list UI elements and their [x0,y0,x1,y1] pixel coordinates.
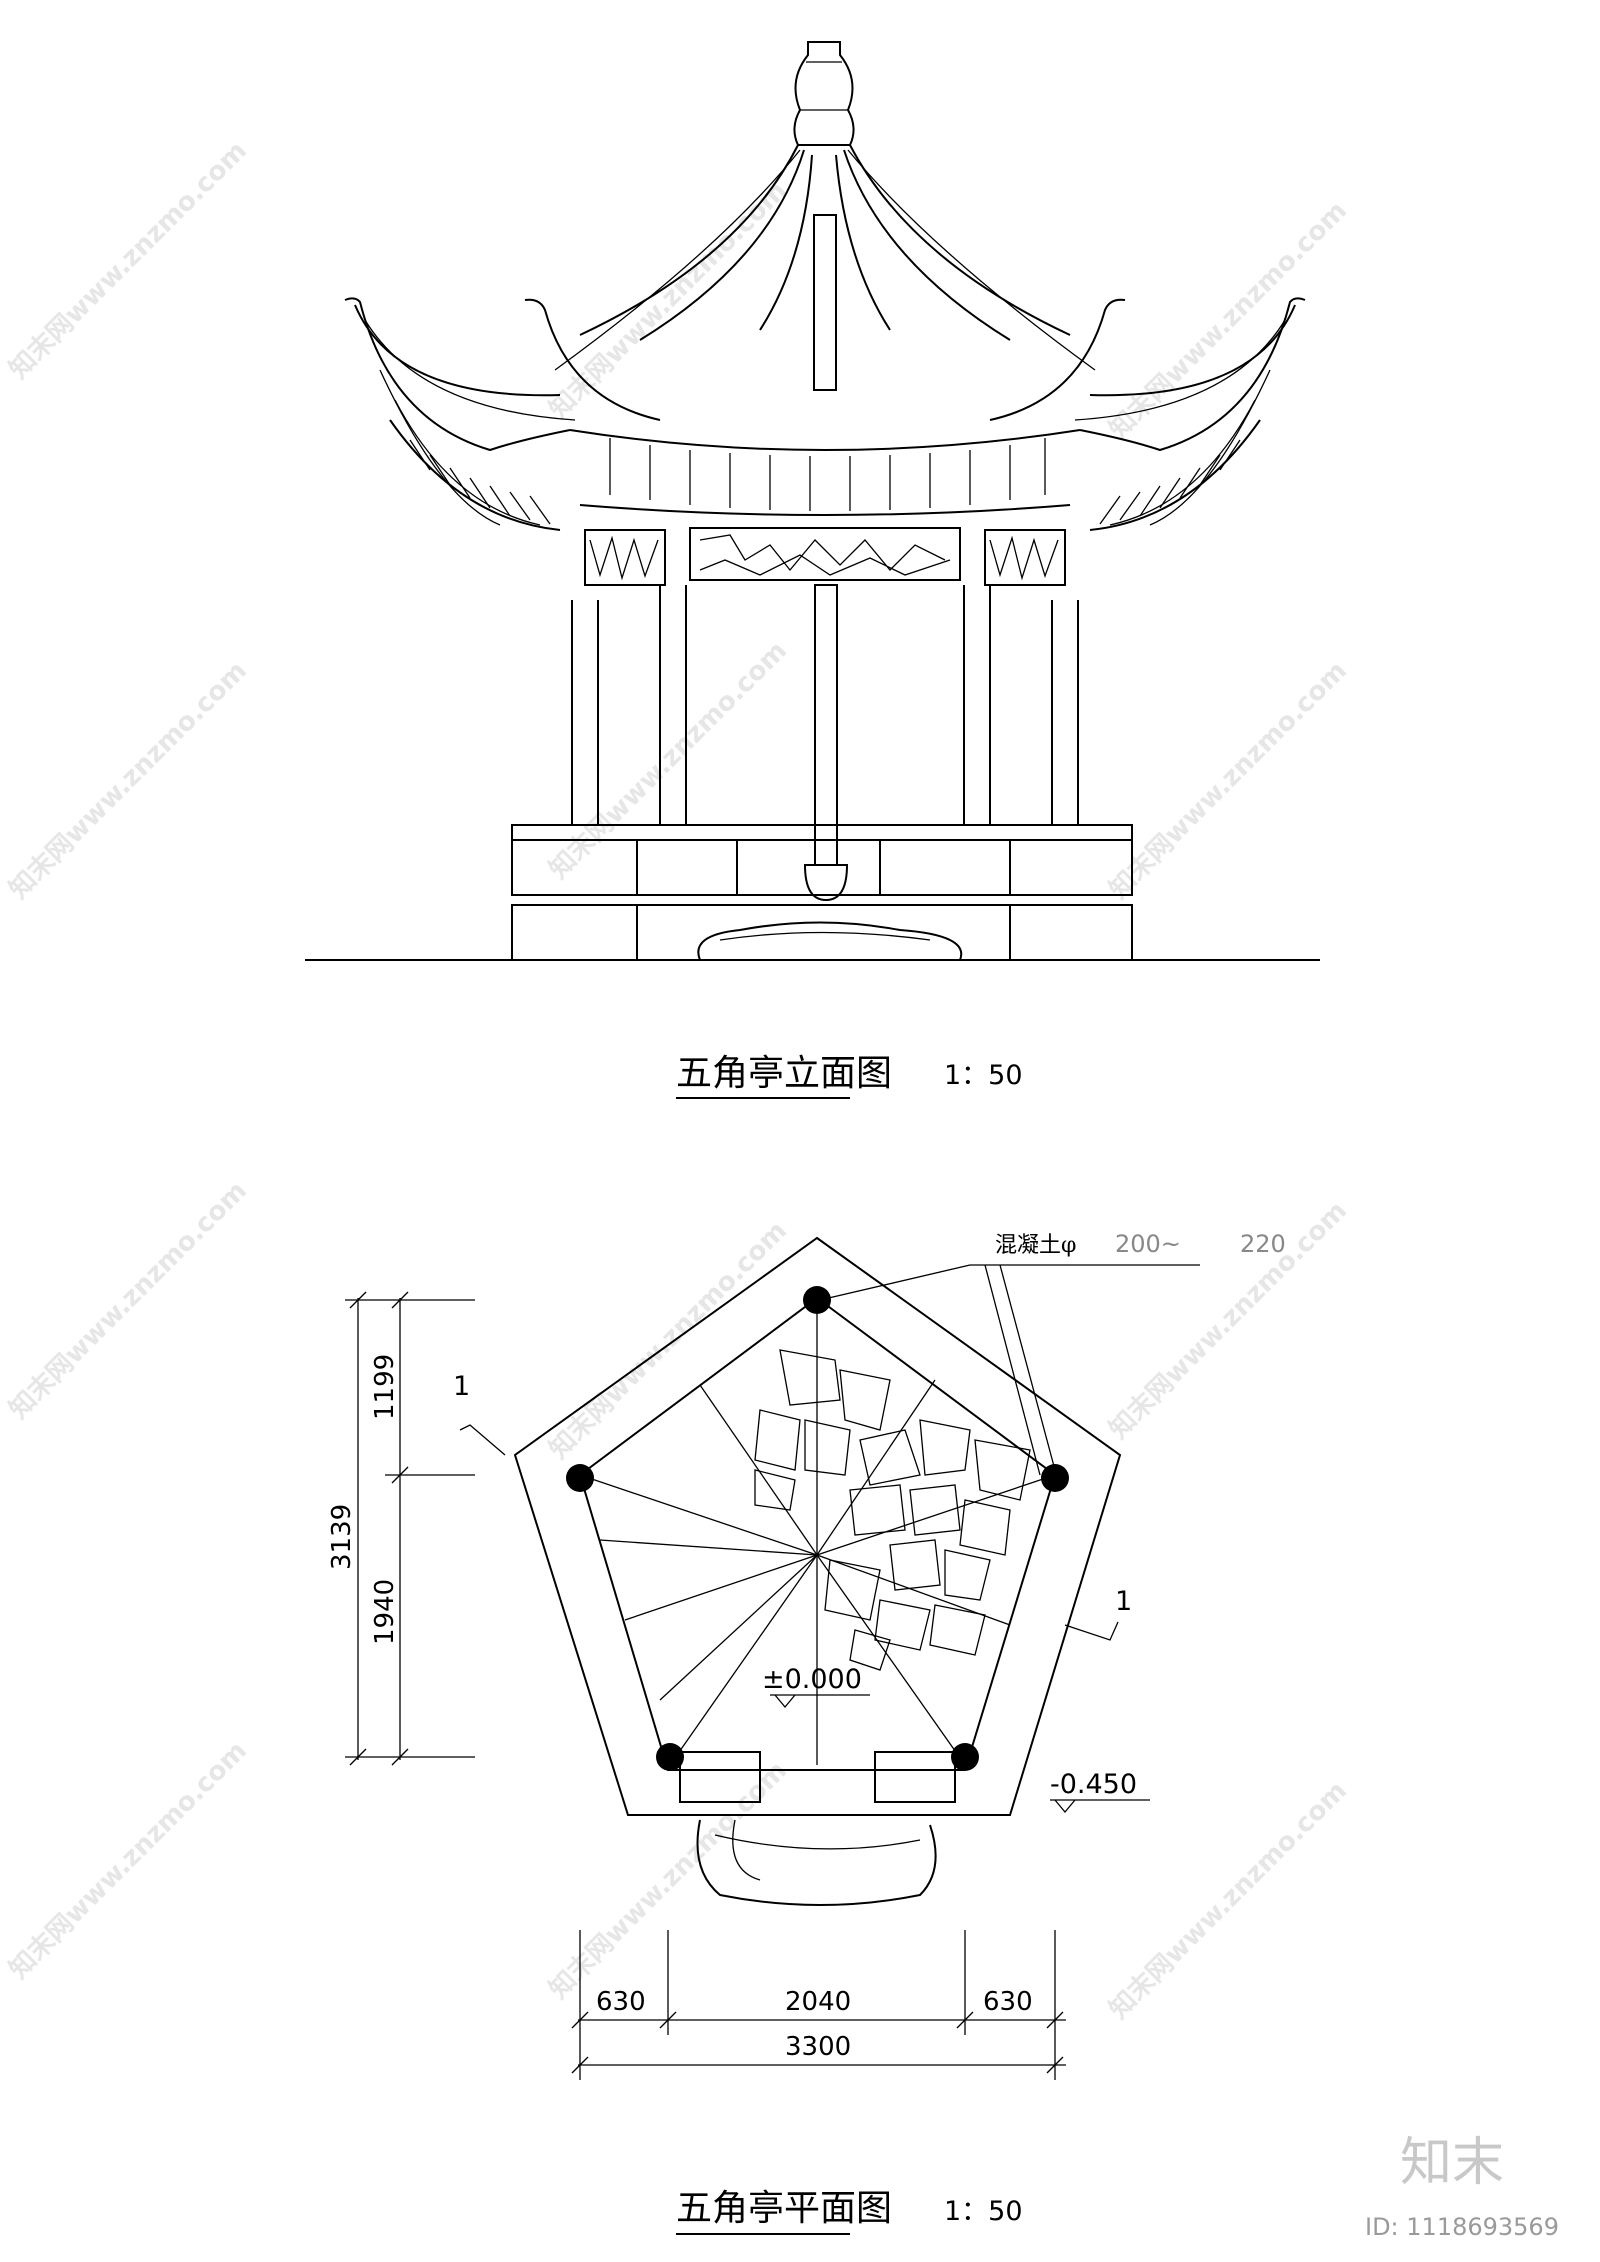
left-eave [344,297,576,531]
elevation-drawing [305,41,1320,961]
column-note-value: 220 [1240,1230,1286,1258]
column-dot [1041,1464,1069,1492]
plan-drawing [513,1236,1122,1906]
watermark: 知末网www.znzmo.com [544,176,793,425]
section-mark-left: 1 [453,1371,506,1456]
level-ground: -0.450 [1050,1769,1150,1814]
plan-title: 五角亭平面图 [676,2188,892,2229]
column-dot [803,1286,831,1314]
lattice-panels [584,527,1066,586]
dimension-horizontal: 630 2040 630 3300 [571,1930,1066,2080]
plan-columns [566,1286,1069,1771]
level-ground-label: -0.450 [1050,1769,1137,1800]
base-platform [305,824,1320,961]
bench-left [679,1751,761,1803]
dim-h-right: 630 [983,1987,1033,2017]
bench-right [874,1751,956,1803]
right-eave [1074,297,1306,531]
dim-h-middle: 2040 [785,1987,851,2017]
watermark: 知末网www.znzmo.com [1104,196,1353,445]
section-mark-right-label: 1 [1115,1586,1132,1617]
plan-outer-pentagon [513,1236,1122,1816]
inner-eave-left [524,298,661,421]
main-roof [554,144,1096,391]
watermark: 知末网www.znzmo.com [1104,656,1353,905]
column-dot [656,1743,684,1771]
watermark: 知末网www.znzmo.com [1104,1776,1353,2025]
plan-scale: 1：50 [944,2196,1023,2227]
rafter-tiles [569,429,1081,516]
section-mark-left-label: 1 [453,1371,470,1402]
column-dot [951,1743,979,1771]
elevation-scale: 1：50 [944,1060,1023,1091]
column-note-material: 混凝土φ [995,1233,1076,1258]
level-floor-label: ±0.000 [762,1664,862,1695]
section-mark-right: 1 [1064,1586,1132,1641]
column-note: 混凝土φ 200~ 220 [819,1230,1286,1476]
level-floor: ±0.000 [762,1664,870,1709]
watermark: 知末网www.znzmo.com [4,1176,253,1425]
stone-paving [754,1349,1031,1671]
column-note-range: 200~ [1115,1230,1181,1258]
columns [571,584,1079,902]
dim-v-bottom: 1940 [370,1579,400,1645]
watermark: 知末网www.znzmo.com [544,1216,793,1465]
dimension-vertical: 1199 1940 3139 [327,1291,475,1766]
step-stone [696,1819,937,1906]
dim-h-total: 3300 [785,2032,851,2062]
image-id-label: ID: 1118693569 [1365,2213,1559,2241]
watermark: 知末网www.znzmo.com [544,636,793,885]
dim-v-top: 1199 [370,1354,400,1420]
elevation-title: 五角亭立面图 [676,1053,892,1094]
dim-v-total: 3139 [327,1504,357,1570]
roof-finial [793,41,855,146]
plan-inner-pentagon [578,1296,1057,1771]
column-dot [566,1464,594,1492]
inner-eave-right [989,298,1126,421]
watermark: 知末网www.znzmo.com [4,136,253,385]
dim-h-left: 630 [596,1987,646,2017]
brand-logo: 知末 [1400,2133,1504,2193]
watermark: 知末网www.znzmo.com [4,656,253,905]
watermark: 知末网www.znzmo.com [4,1736,253,1985]
